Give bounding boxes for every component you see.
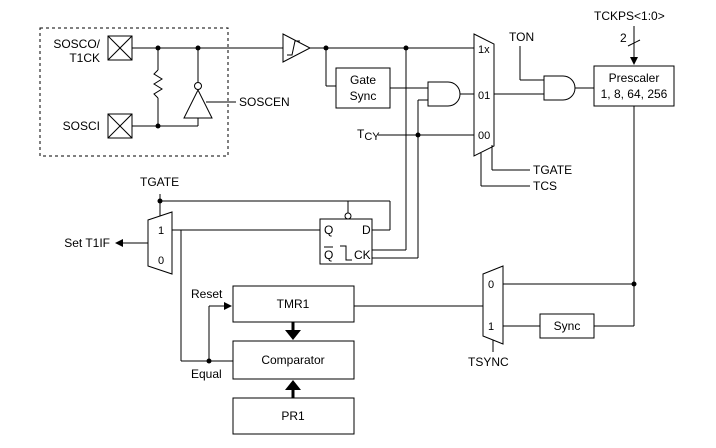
mux-in-00: 00	[478, 130, 490, 142]
tcs-label: TCS	[533, 179, 557, 193]
ff-d-label: D	[362, 223, 371, 237]
tcy-label: TCY	[357, 127, 380, 143]
prescaler-label-2: 1, 8, 64, 256	[601, 87, 668, 101]
prescaler-label-1: Prescaler	[609, 71, 660, 85]
sync-block	[539, 313, 595, 339]
t1ck-label: T1CK	[69, 51, 100, 65]
tgate-mux-label: TGATE	[533, 163, 572, 177]
comparator-label: Comparator	[261, 353, 324, 367]
ff-qbar-label: Q	[324, 248, 333, 262]
comparator-block	[232, 340, 355, 380]
bus-width-label: 2	[620, 31, 627, 45]
tsync-in-1: 1	[488, 321, 494, 333]
pr1-label: PR1	[281, 409, 305, 423]
ff-ck-label: CK	[354, 248, 371, 262]
tgate-top-label: TGATE	[140, 175, 179, 189]
sosco-pin	[107, 35, 133, 61]
tgate-mux-in-1: 1	[158, 225, 164, 237]
reset-label: Reset	[191, 287, 223, 301]
ton-label: TON	[509, 30, 534, 44]
tckps-label: TCKPS<1:0>	[594, 9, 665, 23]
gate-sync-label-2: Sync	[350, 89, 377, 103]
sync-label: Sync	[554, 319, 581, 333]
tgate-mux-in-0: 0	[158, 255, 164, 267]
equal-label: Equal	[191, 367, 222, 381]
oscillator-region	[39, 27, 229, 157]
prescaler-block	[593, 65, 675, 107]
ff-q-label: Q	[324, 223, 333, 237]
schmitt-trigger-buffer	[282, 33, 312, 63]
gate-sync-block	[335, 67, 391, 109]
sosci-label: SOSCI	[63, 119, 100, 133]
tgate-mux	[147, 211, 173, 275]
soscen-label: SOSCEN	[239, 95, 290, 109]
ton-and-gate	[543, 75, 576, 101]
tsync-label: TSYNC	[468, 355, 509, 369]
set-t1if-label: Set T1IF	[64, 236, 110, 250]
gate-sync-label-1: Gate	[350, 73, 376, 87]
sosco-label: SOSCO/	[53, 37, 100, 51]
gate-and-gate	[427, 81, 461, 107]
tsync-in-0: 0	[488, 279, 494, 291]
mux-in-1x: 1x	[478, 44, 490, 56]
pr1-register	[232, 397, 355, 435]
feedback-resistor	[153, 48, 163, 126]
clock-source-mux	[473, 33, 495, 157]
tsync-mux	[482, 265, 504, 345]
tmr1-label: TMR1	[277, 297, 310, 311]
mux-in-01: 01	[478, 90, 490, 102]
oscillator-inverter	[183, 48, 236, 126]
tmr1-register	[232, 285, 355, 323]
sosci-pin	[107, 113, 133, 139]
